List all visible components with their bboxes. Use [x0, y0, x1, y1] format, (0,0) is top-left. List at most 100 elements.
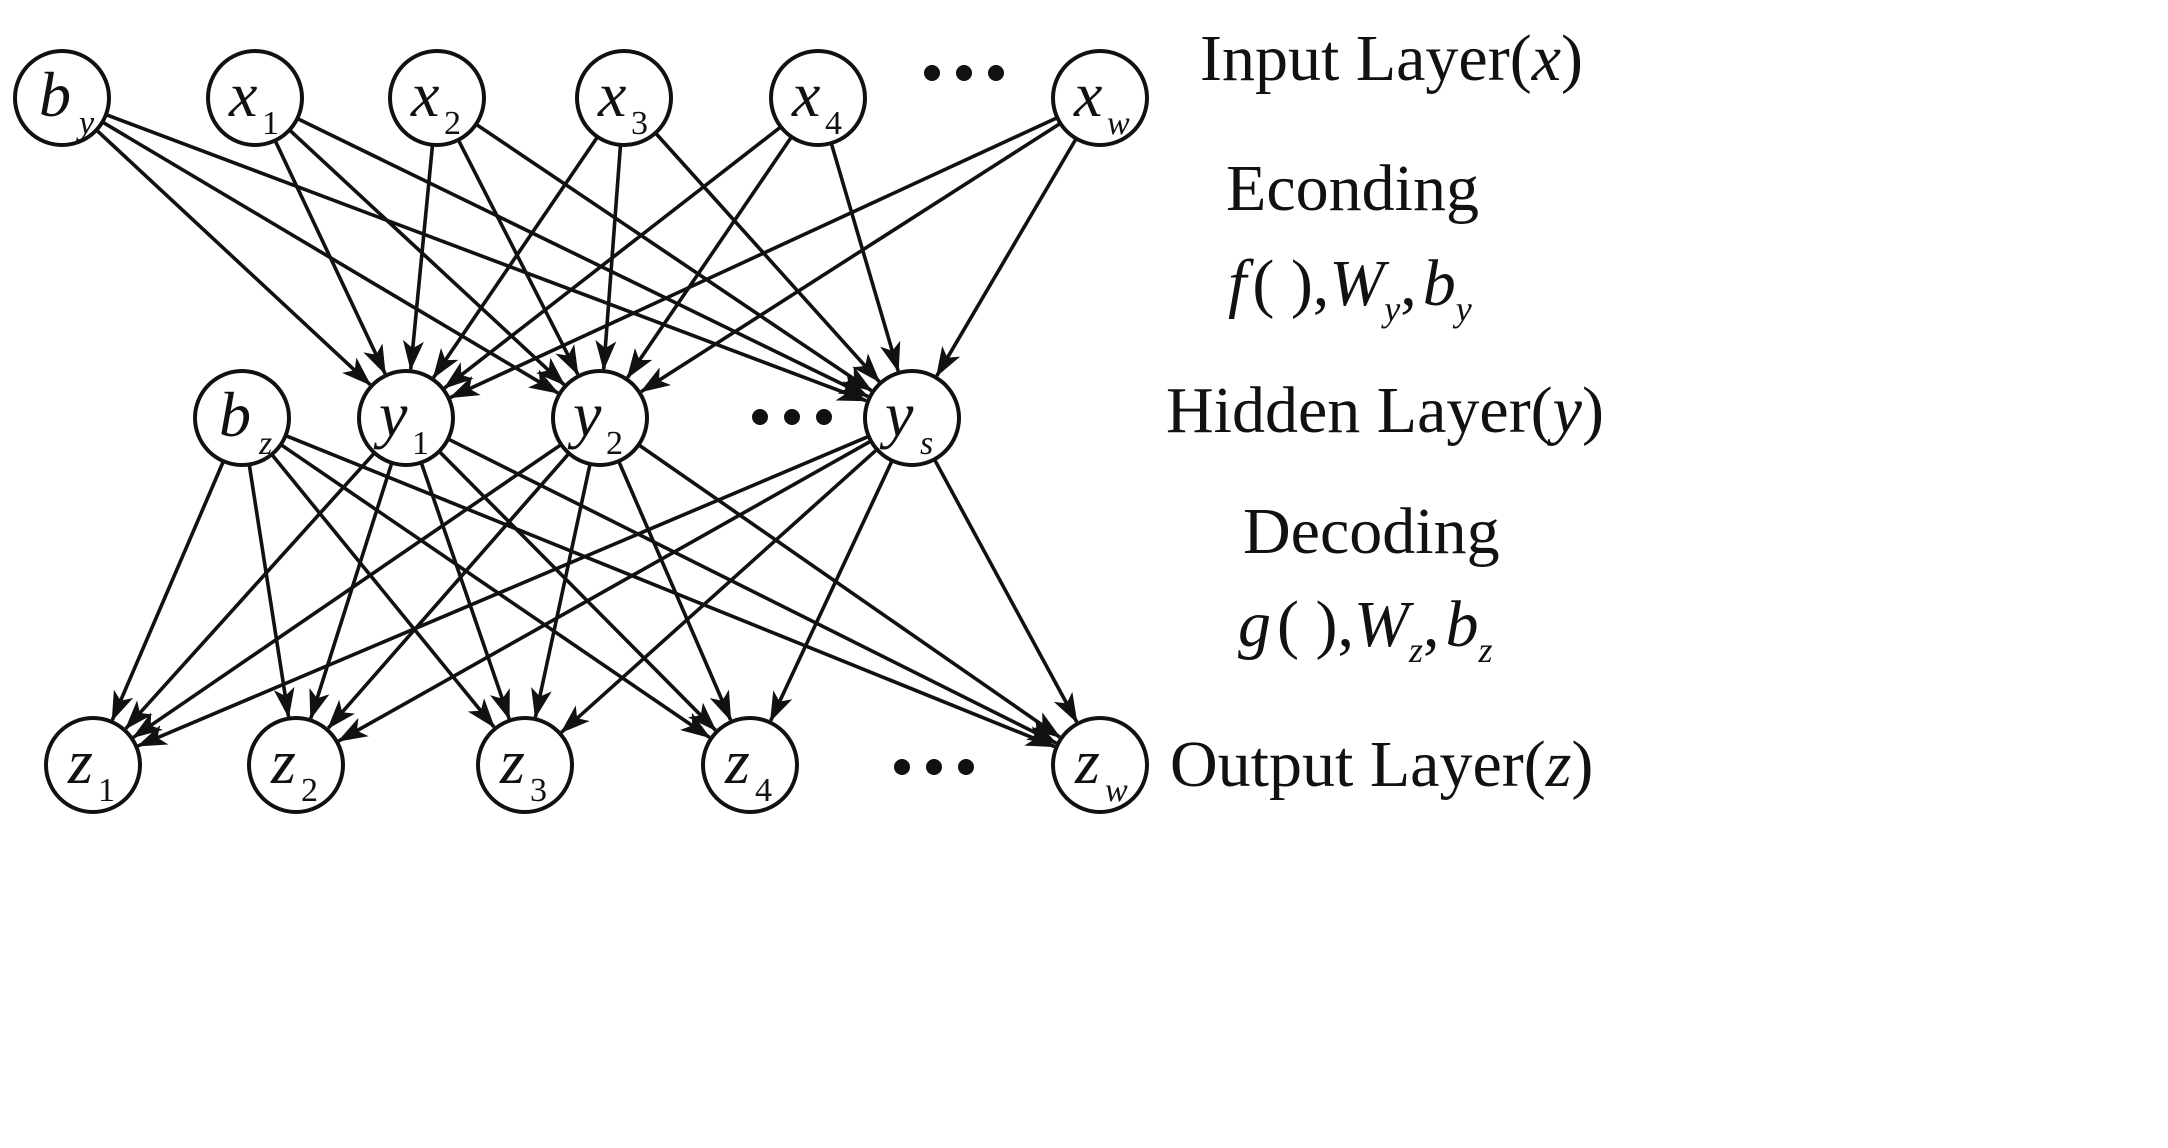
decoding-edge-ys-to-zw [930, 454, 1079, 724]
node-circle [357, 369, 455, 467]
node-sub-label: 3 [530, 772, 547, 809]
node-main-label: b [39, 59, 71, 130]
hidden-node-y2: y 2 [551, 369, 649, 467]
decoding-edge-ys-to-z4 [769, 456, 896, 722]
node-circle [388, 49, 486, 147]
decoding-edge-bz-to-z1 [110, 456, 227, 722]
output-layer: z 1 z 2 z 3 z 4 z w [44, 716, 1149, 814]
decoding-edge-y1-to-z1 [124, 448, 379, 730]
output-node-z4: z 4 [701, 716, 799, 814]
input-node-xw: x w [1051, 49, 1149, 147]
output-layer-label: Output Layer(z) [1170, 728, 1593, 801]
decoding-formula: g( ),Wz,bz [1238, 588, 1492, 670]
output-node-zw: z w [1051, 716, 1149, 814]
encoding-edge-x4-to-ys [828, 138, 901, 373]
node-circle [206, 49, 304, 147]
decoding-edge-bz-to-z2 [246, 460, 295, 719]
input-layer-label: Input Layer(x) [1200, 22, 1583, 95]
input-layer: b y x 1 x 2 x 3 x 4 x [13, 49, 1149, 147]
encoding-edge-xw-to-ys [935, 134, 1080, 378]
node-sub-label: 2 [301, 772, 318, 809]
node-sub-label: w [1107, 105, 1130, 142]
decoding-edge-bz-to-zw [281, 432, 1056, 749]
encoding-formula: f( ),Wy,by [1228, 247, 1472, 329]
node-sub-label: w [1105, 772, 1128, 809]
node-main-label: x [228, 59, 257, 130]
node-main-label: y [567, 379, 602, 450]
node-main-label: z [1074, 726, 1100, 797]
hidden-node-ys: y s [863, 369, 961, 467]
node-main-label: x [597, 59, 626, 130]
encoding-edge-xw-to-y1 [449, 114, 1062, 400]
node-circle [769, 49, 867, 147]
output-node-z2: z 2 [247, 716, 345, 814]
output-node-z1: z 1 [44, 716, 142, 814]
input-ellipsis-dots [924, 65, 1004, 81]
node-sub-label: z [258, 425, 272, 462]
node-circle [247, 716, 345, 814]
encoding-edge-x3-to-ys [651, 128, 881, 383]
node-sub-label: 4 [825, 105, 842, 142]
encoding-edges [92, 111, 1080, 403]
encoding-edge-x1-to-y2 [285, 125, 566, 387]
decoding-edge-y2-to-z1 [132, 440, 566, 739]
hidden-layer: b z y 1 y 2 y s [193, 369, 961, 467]
encoding-edge-xw-to-y2 [640, 119, 1065, 394]
decoding-edge-y2-to-zw [634, 441, 1061, 739]
node-main-label: x [1073, 59, 1102, 130]
node-circle [44, 716, 142, 814]
decoding-edge-y2-to-z3 [531, 459, 593, 719]
node-main-label: z [67, 726, 93, 797]
node-sub-label: 1 [262, 105, 279, 142]
decoding-edge-y1-to-zw [443, 435, 1058, 745]
node-sub-label: y [76, 105, 95, 142]
encoding-edge-by-to-y1 [92, 125, 372, 386]
decoding-title: Decoding [1243, 495, 1500, 568]
node-circle [701, 716, 799, 814]
decoding-edge-bz-to-z4 [276, 440, 711, 739]
node-main-label: z [724, 726, 750, 797]
encoding-edge-x4-to-y1 [443, 122, 786, 390]
node-circle [1051, 716, 1149, 814]
node-circle [551, 369, 649, 467]
node-main-label: y [373, 379, 408, 450]
node-circle [863, 369, 961, 467]
node-main-label: y [879, 379, 914, 450]
decoding-edge-y2-to-z4 [615, 456, 733, 722]
encoding-edge-x3-to-y1 [432, 132, 602, 379]
input-node-x3: x 3 [575, 49, 673, 147]
node-main-label: z [499, 726, 525, 797]
encoding-edge-by-to-ys [101, 111, 868, 403]
decoding-edge-ys-to-z2 [337, 437, 876, 743]
encoding-edge-x1-to-ys [292, 115, 870, 399]
node-sub-label: 4 [755, 772, 772, 809]
output-ellipsis-dots [894, 759, 974, 775]
node-sub-label: 2 [606, 425, 623, 462]
hidden-ellipsis-dots [752, 409, 832, 425]
encoding-edge-x2-to-y1 [403, 140, 435, 371]
hidden-layer-label: Hidden Layer(y) [1166, 374, 1604, 447]
input-node-x4: x 4 [769, 49, 867, 147]
encoding-edge-x4-to-y2 [626, 132, 796, 379]
node-sub-label: 1 [98, 772, 115, 809]
encoding-title: Econding [1226, 152, 1479, 225]
node-circle [1051, 49, 1149, 147]
node-circle [575, 49, 673, 147]
layer-labels: Input Layer(x) Econding f( ),Wy,by Hidde… [1166, 22, 1604, 801]
output-node-z3: z 3 [476, 716, 574, 814]
decoding-edge-y1-to-z3 [418, 458, 511, 721]
node-main-label: z [270, 726, 296, 797]
input-node-by: b y [13, 49, 111, 147]
node-sub-label: s [920, 425, 933, 462]
decoding-edge-ys-to-z3 [560, 445, 882, 734]
encoding-edge-x3-to-y2 [595, 140, 623, 371]
hidden-node-y1: y 1 [357, 369, 455, 467]
node-sub-label: 2 [444, 105, 461, 142]
node-circle [476, 716, 574, 814]
decoding-edge-y1-to-z4 [435, 447, 717, 732]
input-node-x2: x 2 [388, 49, 486, 147]
decoding-edge-y2-to-z2 [326, 449, 574, 730]
node-main-label: x [791, 59, 820, 130]
encoding-edge-x1-to-y1 [271, 136, 387, 376]
